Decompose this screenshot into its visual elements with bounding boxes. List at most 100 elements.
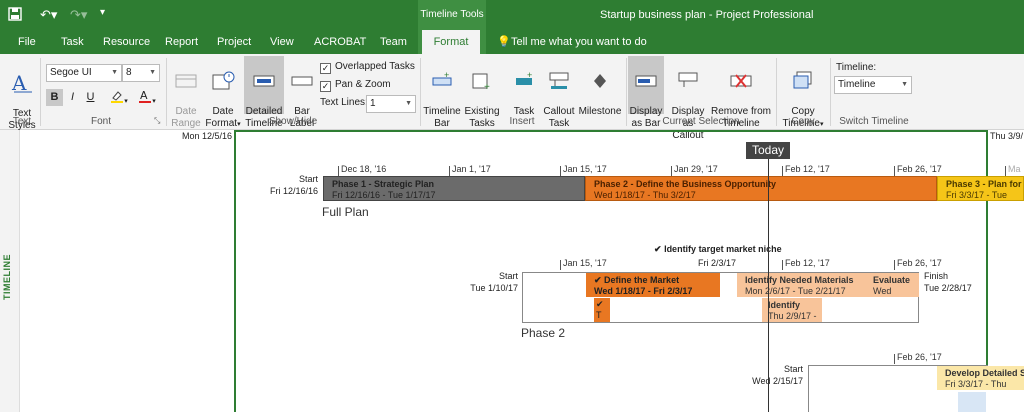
tab-project[interactable]: Project xyxy=(217,36,252,48)
phase3-bar[interactable]: Phase 3 - Plan for Fri 3/3/17 - Tue xyxy=(937,176,1024,201)
copy-group-label: Copy xyxy=(791,116,815,127)
tell-me-box[interactable]: Tell me what you want to do xyxy=(511,36,647,48)
timeline-frame[interactable] xyxy=(234,130,988,412)
tab-report[interactable]: Report xyxy=(165,36,199,48)
bar-label-button[interactable]: Bar Label xyxy=(286,58,318,130)
milestone-callout[interactable]: ✔ Identify target market niche xyxy=(654,244,782,255)
overlapped-tasks-checkbox[interactable]: ✓Overlapped Tasks xyxy=(320,60,415,74)
copy-timeline-button[interactable]: Copy Timeline▾ xyxy=(778,58,828,131)
phase1-bar[interactable]: Phase 1 - Strategic Plan Fri 12/16/16 - … xyxy=(323,176,585,201)
evaluate-title: Evaluate xyxy=(873,275,911,285)
task-label: Task xyxy=(513,106,535,117)
subtask-dates: T xyxy=(596,310,602,320)
detailed-timeline-label: Detailed Timeline xyxy=(245,106,283,129)
show-hide-group-label: Show/Hide xyxy=(268,116,318,127)
subtask-bar[interactable]: ✔ T xyxy=(594,298,610,322)
today-label: Today xyxy=(746,142,790,159)
phase2-dates: Wed 1/18/17 - Thu 3/2/17 xyxy=(594,190,696,200)
text-styles-icon: A xyxy=(11,71,32,94)
underline-button[interactable]: U xyxy=(86,91,95,103)
needed-materials-bar[interactable]: Identify Needed Materials Mon 2/6/17 - T… xyxy=(737,273,865,297)
tick-label: Dec 18, '16 xyxy=(337,164,387,176)
display-as-bar-icon xyxy=(635,75,657,87)
tab-file[interactable]: File xyxy=(18,36,36,48)
font-color-icon: A xyxy=(139,89,152,103)
pan-zoom-checkbox[interactable]: ✓Pan & Zoom xyxy=(320,78,391,92)
separator xyxy=(420,58,421,126)
bar-label-icon xyxy=(291,76,313,86)
tick-label: Feb 26, '17 xyxy=(894,258,942,270)
undo-icon[interactable]: ↶▾ xyxy=(40,7,58,22)
redo-icon[interactable]: ↷▾ xyxy=(70,7,88,22)
tab-format[interactable]: Format xyxy=(422,30,480,54)
font-name-select[interactable]: Segoe UI▼ xyxy=(46,64,122,82)
define-market-bar[interactable]: ✔ Define the Market Wed 1/18/17 - Fri 2/… xyxy=(586,273,720,297)
evaluate-bar[interactable]: Evaluate Wed xyxy=(865,273,919,297)
date-format-button[interactable]: Date Format▾ xyxy=(204,58,242,131)
display-as-bar-label: Display as Bar xyxy=(629,106,663,129)
right-date-label: Thu 3/9/ xyxy=(990,131,1024,141)
tab-resource[interactable]: Resource xyxy=(103,36,151,48)
callout-task-button[interactable]: Callout Task xyxy=(540,58,578,130)
detailed-timeline-button[interactable]: Detailed Timeline xyxy=(244,56,284,129)
tab-view[interactable]: View xyxy=(270,36,294,48)
timeline-switch-select[interactable]: Timeline▼ xyxy=(834,76,912,94)
milestone-button[interactable]: Milestone xyxy=(578,58,622,118)
task-button[interactable]: + Task xyxy=(508,58,540,118)
customize-quick-access-icon[interactable]: ▾ xyxy=(100,7,106,18)
tick-label: Jan 29, '17 xyxy=(671,164,718,176)
develop-detailed-bar[interactable]: Develop Detailed S Fri 3/3/17 - Thu xyxy=(937,366,1024,390)
save-icon[interactable] xyxy=(8,7,22,24)
timeline-bar-button[interactable]: + Timeline Bar xyxy=(422,58,462,130)
scrollbar-thumb[interactable] xyxy=(958,392,986,412)
date-range-button[interactable]: Date Range xyxy=(168,58,204,130)
phase2-bar[interactable]: Phase 2 - Define the Business Opportunit… xyxy=(585,176,937,201)
phase3-start-label: Start xyxy=(783,364,803,374)
timeline-bar-icon: + xyxy=(432,70,452,86)
timeline-side-strip xyxy=(0,130,20,412)
app-title: Startup business plan - Project Professi… xyxy=(600,9,814,21)
highlight-color-button[interactable]: ▾ xyxy=(106,89,132,106)
tick-label: Ma xyxy=(1005,164,1021,176)
lightbulb-icon: 💡 xyxy=(497,36,511,48)
tick-label: Feb 26, '17 xyxy=(894,352,942,364)
italic-button[interactable]: I xyxy=(70,91,75,103)
dialog-launcher-icon[interactable]: ⤡ xyxy=(154,116,161,125)
tab-task[interactable]: Task xyxy=(61,36,84,48)
needed-materials-dates: Mon 2/6/17 - Tue 2/21/17 xyxy=(745,286,846,296)
tab-acrobat[interactable]: ACROBAT xyxy=(314,36,367,48)
bold-button[interactable]: B xyxy=(46,89,63,106)
phase3-start-date: Wed 2/15/17 xyxy=(752,376,803,386)
separator xyxy=(776,58,777,126)
text-styles-label: Text Styles xyxy=(8,108,36,131)
text-lines-select[interactable]: 1▼ xyxy=(366,95,416,113)
font-color-button[interactable]: A▾ xyxy=(139,89,156,105)
text-styles-button[interactable]: A Text Styles xyxy=(6,58,38,132)
callout-task-label: Callout Task xyxy=(543,106,575,129)
existing-tasks-icon: + xyxy=(472,73,490,92)
display-as-bar-button[interactable]: Display as Bar xyxy=(628,56,664,129)
separator xyxy=(626,58,627,126)
timeline-switch-value: Timeline xyxy=(838,79,876,90)
tick-label: Jan 15, '17 xyxy=(560,164,607,176)
switch-timeline-group-label: Switch Timeline xyxy=(839,116,909,127)
pan-zoom-label: Pan & Zoom xyxy=(335,79,391,90)
checkbox-checked-icon: ✓ xyxy=(320,63,331,74)
current-selection-group-label: Current Selection xyxy=(662,116,740,127)
font-group-label: Font xyxy=(90,116,111,127)
separator xyxy=(830,58,831,126)
full-plan-start-label: Start xyxy=(298,174,318,184)
svg-text:+: + xyxy=(444,70,449,80)
font-size-select[interactable]: 8▼ xyxy=(122,64,160,82)
text-lines-value: 1 xyxy=(370,98,376,109)
existing-tasks-button[interactable]: + Existing Tasks xyxy=(462,58,502,130)
separator xyxy=(166,58,167,126)
phase2-finish-date: Tue 2/28/17 xyxy=(924,283,972,293)
identify-bar[interactable]: Identify Thu 2/9/17 - xyxy=(762,298,822,322)
tab-team[interactable]: Team xyxy=(380,36,407,48)
develop-detailed-title: Develop Detailed S xyxy=(945,368,1024,378)
display-as-callout-button[interactable]: Display as Callout xyxy=(666,58,710,142)
separator xyxy=(40,58,41,126)
remove-from-timeline-button[interactable]: Remove from Timeline xyxy=(710,58,772,130)
date-range-label: Date Range xyxy=(171,106,201,129)
